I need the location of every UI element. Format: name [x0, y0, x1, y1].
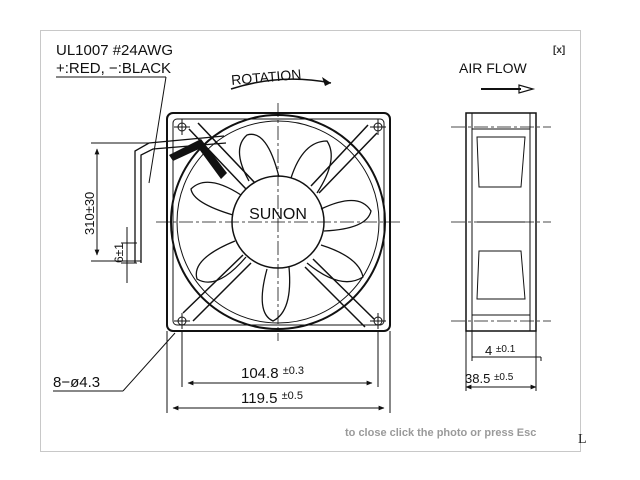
rotation-arrowhead — [322, 77, 331, 86]
close-hint-text[interactable]: to close click the photo or press Esc — [345, 427, 537, 439]
hole-spacing-value: 104.8 — [241, 365, 279, 382]
depth-tolerance: ±0.5 — [494, 372, 514, 383]
lead-length-dimension — [91, 142, 149, 262]
image-viewer-frame[interactable]: UL1007 #24AWG +:RED, −:BLACK ROTATION — [40, 30, 581, 452]
depth-label: 38.5 ±0.5 — [465, 371, 514, 386]
flange-dimension — [465, 331, 542, 391]
corner-glyph: L — [578, 432, 587, 447]
depth-value: 38.5 — [465, 371, 490, 386]
lead-length-label: 310±30 — [82, 192, 97, 235]
frame-width-dimension — [166, 331, 391, 413]
holes-leader — [53, 332, 176, 392]
wire-spec-leader — [56, 76, 167, 184]
hole-spacing-dimension — [181, 331, 379, 387]
wire-spec-text-2: +:RED, −:BLACK — [56, 60, 171, 77]
fan-technical-drawing[interactable]: UL1007 #24AWG +:RED, −:BLACK ROTATION — [41, 31, 582, 453]
fan-struts — [182, 122, 378, 328]
holes-spec-label: 8−ø4.3 — [53, 374, 100, 391]
rotation-label: ROTATION — [231, 66, 302, 88]
strip-length-dimension — [121, 227, 137, 283]
hub-brand-label: SUNON — [249, 206, 307, 223]
hole-spacing-tolerance: ±0.3 — [283, 365, 304, 377]
side-view-center-lines — [451, 126, 551, 322]
center-lines — [156, 103, 401, 341]
flange-tolerance: ±0.1 — [496, 344, 516, 355]
wire-outlet — [169, 139, 227, 179]
rotation-arrow — [230, 78, 332, 90]
flange-value: 4 — [485, 343, 492, 358]
depth-dimension — [465, 331, 537, 391]
mounting-holes — [174, 119, 386, 329]
fan-blades — [190, 133, 372, 322]
flange-label: 4 ±0.1 — [485, 343, 516, 358]
wire-spec-text-1: UL1007 #24AWG — [56, 42, 173, 59]
frame-width-value: 119.5 — [241, 390, 277, 407]
hole-spacing-label: 104.8 ±0.3 — [241, 365, 304, 382]
airflow-label: AIR FLOW — [459, 60, 527, 76]
frame-width-label: 119.5 ±0.5 — [241, 390, 303, 407]
frame-width-tolerance: ±0.5 — [282, 390, 303, 402]
strip-length-label: 6±1 — [112, 243, 126, 263]
close-button[interactable]: [x] — [553, 45, 566, 56]
